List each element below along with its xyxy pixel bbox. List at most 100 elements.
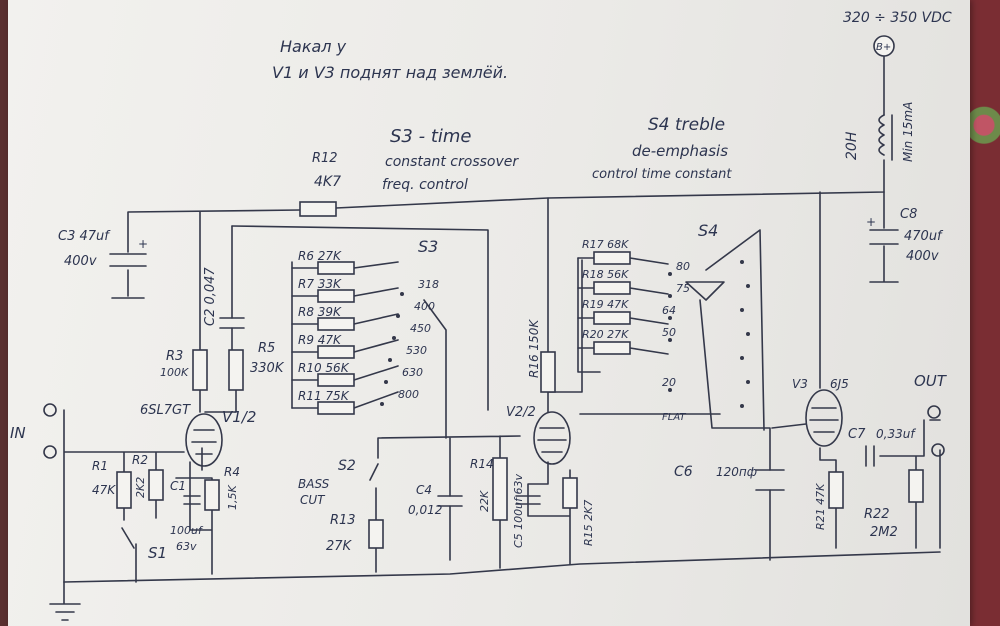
note-s3-sub1: constant crossover [385, 154, 519, 170]
s3-contact [388, 358, 392, 362]
label-r22-value: 2M2 [870, 525, 898, 540]
label-v3: V3 [792, 377, 808, 391]
s3-contact [380, 402, 384, 406]
label-bass-cut-1: BASS [298, 477, 330, 491]
s4-wafer-contact [746, 332, 750, 336]
resistor-r21 [828, 471, 844, 509]
label-c1-value2: 63v [176, 540, 197, 553]
s4-resistor [593, 251, 631, 265]
label-c8: C8 [900, 207, 917, 222]
label-c3: C3 47uf [58, 229, 111, 244]
s4-position-label: 75 [676, 282, 690, 295]
label-c1-value1: 100uf [170, 524, 204, 537]
label-choke-current: Min 15mA [901, 102, 915, 162]
label-v2: V2/2 [506, 405, 536, 420]
label-r12: R12 [312, 151, 338, 166]
label-r3: R3 [166, 349, 183, 364]
s3-position-label: 530 [406, 344, 427, 357]
s3-contact [384, 380, 388, 384]
s3-resistor-label: R8 39K [298, 305, 342, 319]
s3-resistor-label: R10 56K [298, 361, 350, 375]
label-r5-value: 330K [250, 361, 285, 376]
label-c3-voltage: 400v [64, 254, 97, 269]
label-c6: C6 [674, 464, 693, 480]
s3-resistor [317, 373, 355, 387]
label-in: IN [10, 424, 26, 442]
resistor-r13 [368, 519, 384, 549]
label-r12-value: 4K7 [314, 174, 341, 190]
label-c8-value2: 400v [906, 249, 939, 264]
s4-position-label: 80 [676, 260, 690, 273]
resistor-r2 [148, 469, 164, 501]
label-v1-type: 6SL7GT [140, 403, 191, 418]
tube-v3 [805, 389, 843, 447]
paper-sheet [8, 0, 970, 626]
capacitor-c5 [515, 495, 541, 505]
s3-resistor [317, 289, 355, 303]
s3-resistor-label: R6 27K [298, 249, 342, 263]
label-r1-value: 47K [92, 483, 116, 497]
label-r3-value: 100K [160, 366, 189, 379]
s3-resistor [317, 401, 355, 415]
s3-resistor [317, 345, 355, 359]
label-s4: S4 [698, 221, 718, 240]
capacitor-c8: + [866, 215, 899, 245]
resistor-r12 [299, 201, 337, 217]
s3-position-label: 450 [410, 322, 431, 335]
label-r22: R22 [864, 507, 890, 522]
s4-resistor [593, 281, 631, 295]
label-bplus: B+ [876, 42, 891, 53]
tube-v1 [185, 413, 223, 467]
input-jack [43, 403, 57, 459]
label-c4-value: 0,012 [408, 503, 442, 517]
note-filament-2: V1 и V3 поднят над землёй. [272, 63, 508, 82]
s3-position-label: 800 [398, 388, 419, 401]
s4-position-label: 20 [662, 376, 676, 389]
label-c4: C4 [416, 483, 432, 497]
resistor-r16 [540, 351, 556, 393]
output-jack [927, 405, 945, 457]
s4-wafer-contact [740, 356, 744, 360]
fabric-left [0, 0, 10, 626]
s4-wafer-contact [740, 260, 744, 264]
note-s3-sub2: freq. control [382, 177, 468, 193]
s3-contact [392, 336, 396, 340]
label-c7: C7 [848, 427, 866, 442]
label-out: OUT [914, 372, 948, 390]
label-r21: R21 47K [814, 483, 827, 530]
resistor-r3 [192, 349, 208, 391]
resistor-r4 [204, 479, 220, 511]
capacitor-c1 [183, 495, 201, 505]
resistor-r15 [562, 477, 578, 509]
capacitor-c7 [865, 445, 875, 467]
fabric-right [968, 0, 1000, 626]
label-c1: C1 [170, 479, 186, 493]
note-s3-title: S3 - time [390, 126, 471, 147]
label-c5: C5 100uf 63v [512, 473, 525, 548]
label-c7-value: 0,33uf [876, 427, 916, 441]
s3-position-label: 400 [414, 300, 435, 313]
s4-resistor-label: R18 56K [582, 268, 629, 281]
resistor-r22 [908, 469, 924, 503]
label-flat: FLAT [662, 412, 686, 423]
label-r1: R1 [92, 459, 108, 473]
s3-resistor [317, 261, 355, 275]
label-r16: R16 150K [527, 319, 541, 378]
s4-contact [668, 294, 672, 298]
s3-position-label: 318 [418, 278, 439, 291]
svg-text:+: + [138, 237, 148, 251]
s4-resistor-label: R17 68K [582, 238, 629, 251]
resistor-r14 [492, 457, 508, 521]
s3-resistor-label: R9 47K [298, 333, 342, 347]
s4-contact [668, 338, 672, 342]
s4-wafer-contact [740, 404, 744, 408]
resistor-r5 [228, 349, 244, 391]
note-s4-sub2: control time constant [592, 167, 732, 182]
bplus-node [873, 35, 895, 57]
s4-wafer-contact [746, 380, 750, 384]
note-filament-1: Накал у [280, 37, 347, 56]
note-supply-voltage: 320 ÷ 350 VDC [843, 10, 952, 26]
